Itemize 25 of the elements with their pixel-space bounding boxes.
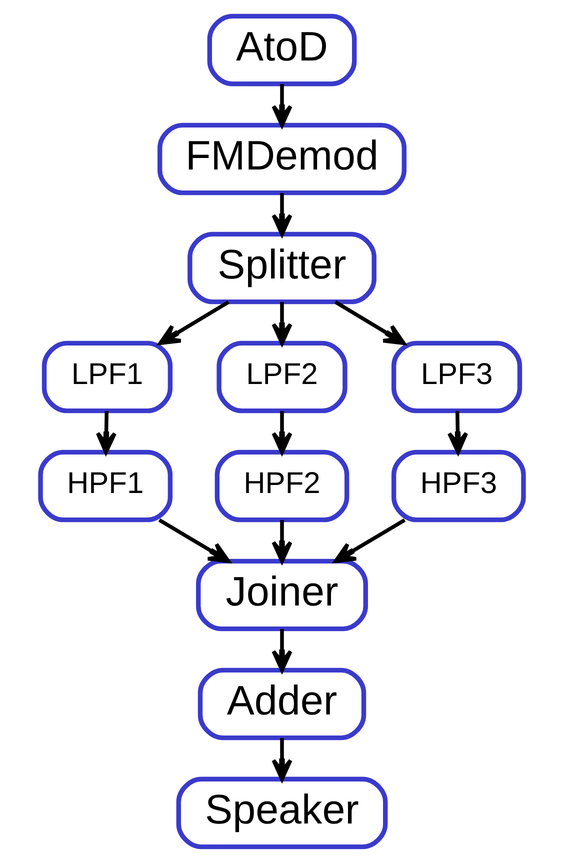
arrow <box>333 518 406 564</box>
node-box: HPF1 <box>38 450 172 522</box>
node-box: Speaker <box>176 776 388 850</box>
arrow <box>158 518 230 564</box>
node-box: AtoD <box>206 14 356 86</box>
node-box: LPF1 <box>41 340 172 414</box>
arrow <box>158 300 230 346</box>
node-box: HPF3 <box>390 450 526 522</box>
node-box: Joiner <box>196 558 368 632</box>
arrow <box>271 520 292 564</box>
node-box: Adder <box>197 668 366 740</box>
node-box: Splitter <box>187 232 376 304</box>
arrow <box>271 411 292 454</box>
arrow <box>271 302 292 346</box>
arrow <box>271 193 292 236</box>
arrow <box>334 300 406 346</box>
arrow <box>271 84 292 128</box>
node-box: LPF3 <box>390 340 522 414</box>
arrow <box>271 738 292 782</box>
node-box: LPF2 <box>216 340 347 414</box>
arrow <box>446 411 468 454</box>
arrow <box>95 411 116 454</box>
node-box: HPF2 <box>214 450 349 522</box>
arrow <box>271 629 292 672</box>
node-box: FMDemod <box>157 122 406 196</box>
